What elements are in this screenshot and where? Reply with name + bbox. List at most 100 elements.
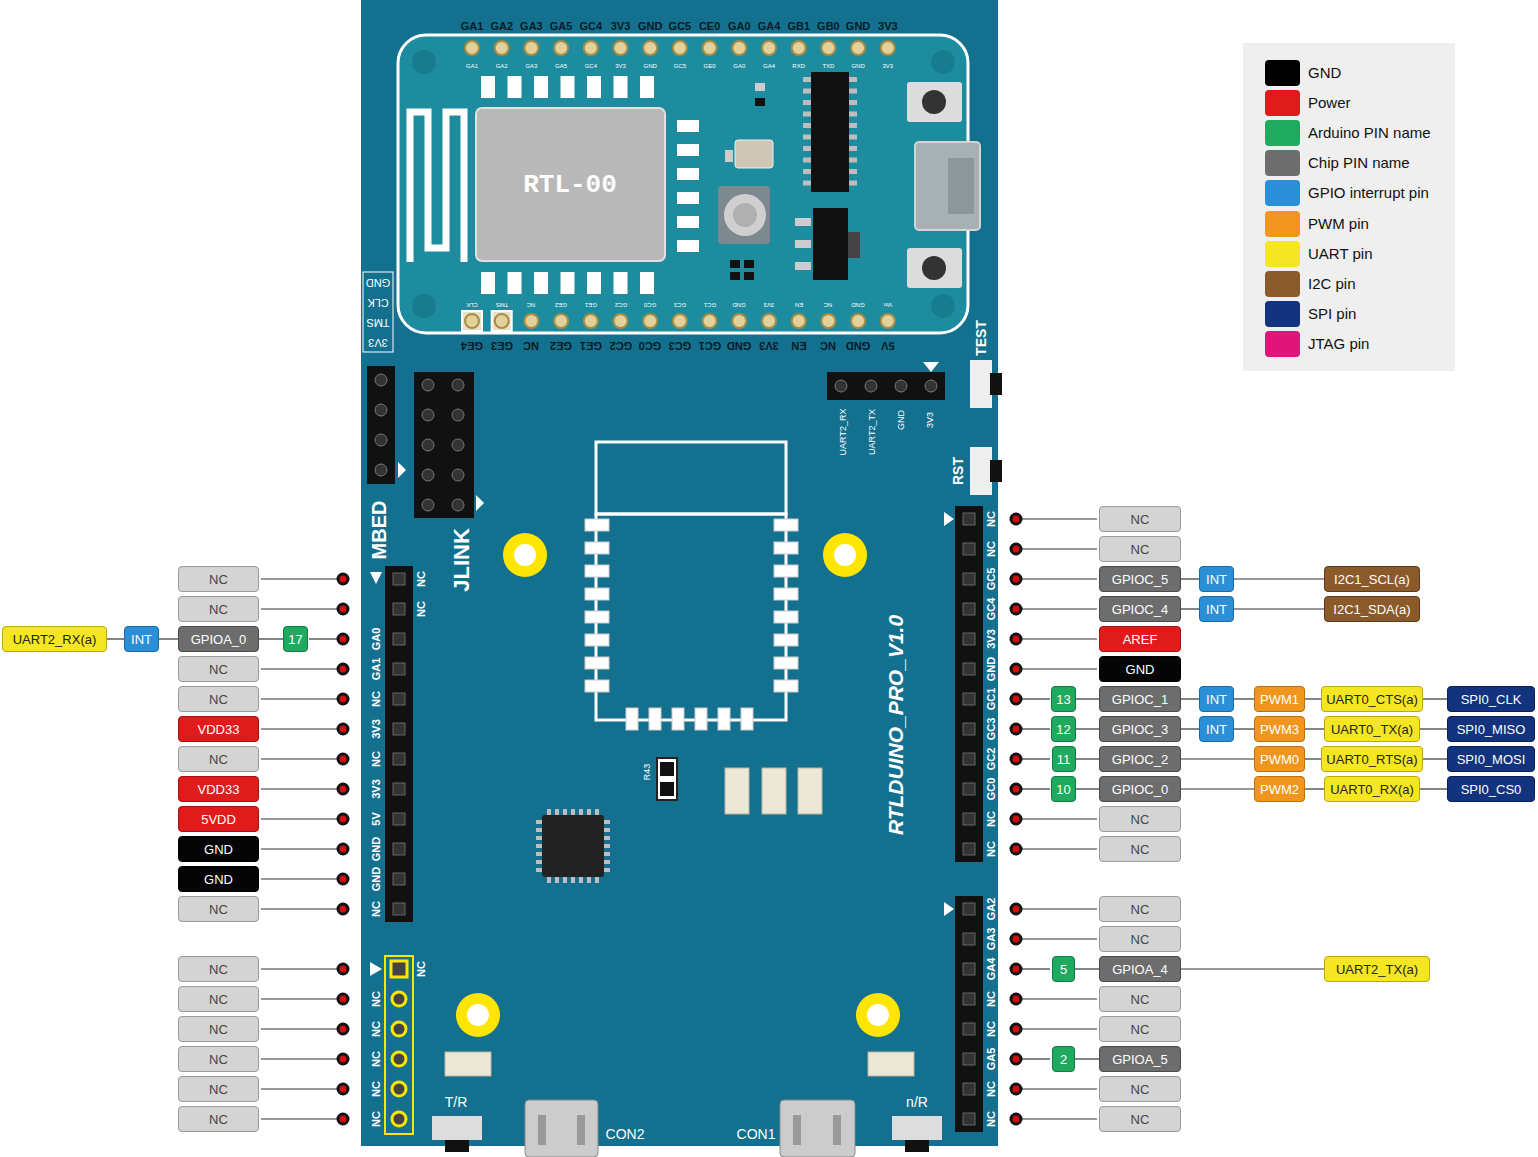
- rtl00-module: [412, 294, 436, 318]
- pin-label: NC: [1131, 902, 1150, 917]
- resistor: [657, 758, 677, 800]
- mounting-hole: [823, 533, 867, 577]
- chip-pin: [849, 100, 857, 105]
- silkscreen-label: GA2: [986, 898, 997, 921]
- silkscreen-label: NC: [416, 961, 427, 977]
- smd-part: [744, 272, 754, 280]
- header-pin: [393, 753, 405, 765]
- silkscreen-label: GC3: [669, 340, 692, 351]
- chip-pin: [803, 100, 811, 105]
- silkscreen-label: 5V: [371, 812, 382, 825]
- leader-line: [1022, 1088, 1097, 1089]
- slide-switch: [990, 373, 1002, 395]
- leader-line: [261, 1028, 337, 1029]
- pin-label-box: GPIOA_0: [178, 626, 259, 652]
- chip-pin: [803, 135, 811, 140]
- pin-label-box: NC: [178, 1106, 259, 1132]
- leader-line: [261, 878, 337, 879]
- signal-link: [1234, 578, 1324, 579]
- chip-pin: [604, 868, 610, 872]
- leader-line: [261, 1058, 337, 1059]
- header-pin: [392, 1022, 406, 1036]
- silkscreen-label: UART2_TX: [868, 409, 877, 455]
- header-pin: [524, 314, 538, 328]
- slide-switch: [432, 1116, 482, 1140]
- header-pin: [792, 314, 806, 328]
- silkscreen-label: 5V: [881, 340, 894, 351]
- pin-label-box: UART0_TX(a): [1324, 716, 1420, 742]
- pin-label: AREF: [1123, 632, 1158, 647]
- silkscreen-label: GA3: [520, 21, 543, 32]
- module-pad: [508, 76, 522, 98]
- led: [725, 768, 749, 814]
- chip-pin: [536, 852, 542, 856]
- push-button: [907, 82, 962, 288]
- mounting-hole: [456, 993, 500, 1037]
- silkscreen-label: CON2: [606, 1127, 645, 1141]
- header-pin: [393, 903, 405, 915]
- header-pin: [963, 693, 975, 705]
- silkscreen-label: GC1: [698, 340, 721, 351]
- pin-dot: [1011, 694, 1021, 704]
- pin-label-box: NC: [178, 896, 259, 922]
- header-pin: [492, 311, 512, 331]
- footprint-pad: [695, 708, 707, 730]
- leader-line: [1022, 698, 1050, 699]
- led: [868, 1052, 914, 1076]
- legend-text: Power: [1308, 94, 1351, 111]
- pin-label: SPI0_CS0: [1461, 782, 1522, 797]
- leader-line: [261, 848, 337, 849]
- signal-link: [1181, 608, 1199, 609]
- silkscreen-label: GC4: [986, 598, 997, 621]
- silkscreen-label: RTLDUINO_PRO_V1.0: [885, 615, 906, 835]
- leader-line: [1022, 1028, 1097, 1029]
- pin-dot: [338, 664, 348, 674]
- header-pin: [375, 434, 387, 446]
- silkscreen-label: NC: [986, 991, 997, 1007]
- led: [762, 768, 786, 814]
- mounting-hole: [514, 544, 536, 566]
- header-pin: [393, 573, 405, 585]
- pin-header: [385, 956, 413, 1134]
- module-pad: [481, 76, 495, 98]
- voltage-regulator: [795, 262, 811, 270]
- pin-dot: [338, 994, 348, 1004]
- silkscreen-label: GC5: [669, 21, 692, 32]
- header-pin: [375, 404, 387, 416]
- leader-line: [261, 1118, 337, 1119]
- module-pad: [587, 272, 601, 294]
- leader-line: [1022, 668, 1097, 669]
- silkscreen-label: NC: [416, 571, 427, 587]
- module-pad: [587, 76, 601, 98]
- header-pin: [422, 439, 434, 451]
- capacitor: [724, 194, 766, 236]
- header-pin: [393, 723, 405, 735]
- chip-pin: [536, 836, 542, 840]
- silkscreen-label: GND: [371, 867, 382, 891]
- pin-label: NC: [209, 962, 228, 977]
- silkscreen-label: GC2: [614, 302, 626, 308]
- signal-link: [1420, 788, 1447, 789]
- header-pin: [375, 374, 975, 1126]
- chip-pin: [563, 809, 567, 815]
- header-pin: [452, 379, 464, 391]
- leader-line: [261, 698, 337, 699]
- pin-label-box: VDD33: [178, 776, 259, 802]
- module-footprint: [596, 442, 786, 514]
- pin-label-box: GND: [178, 836, 259, 862]
- legend-swatch: [1265, 120, 1300, 146]
- slide-switch: [432, 360, 1002, 1152]
- silkscreen-label: 3V3: [759, 340, 779, 351]
- header-pin: [821, 41, 835, 55]
- pin-label: INT: [131, 632, 152, 647]
- header-pin: [452, 439, 464, 451]
- signal-link: [1234, 698, 1254, 699]
- capacitor: [733, 203, 757, 227]
- silkscreen-label: GND: [727, 340, 751, 351]
- silkscreen-label: 3V3: [986, 629, 997, 649]
- pin-dot: [1011, 634, 1021, 644]
- chip-pin: [555, 877, 559, 883]
- chip-pin: [803, 112, 811, 117]
- chip-pin: [579, 809, 583, 815]
- pin-label: NC: [209, 692, 228, 707]
